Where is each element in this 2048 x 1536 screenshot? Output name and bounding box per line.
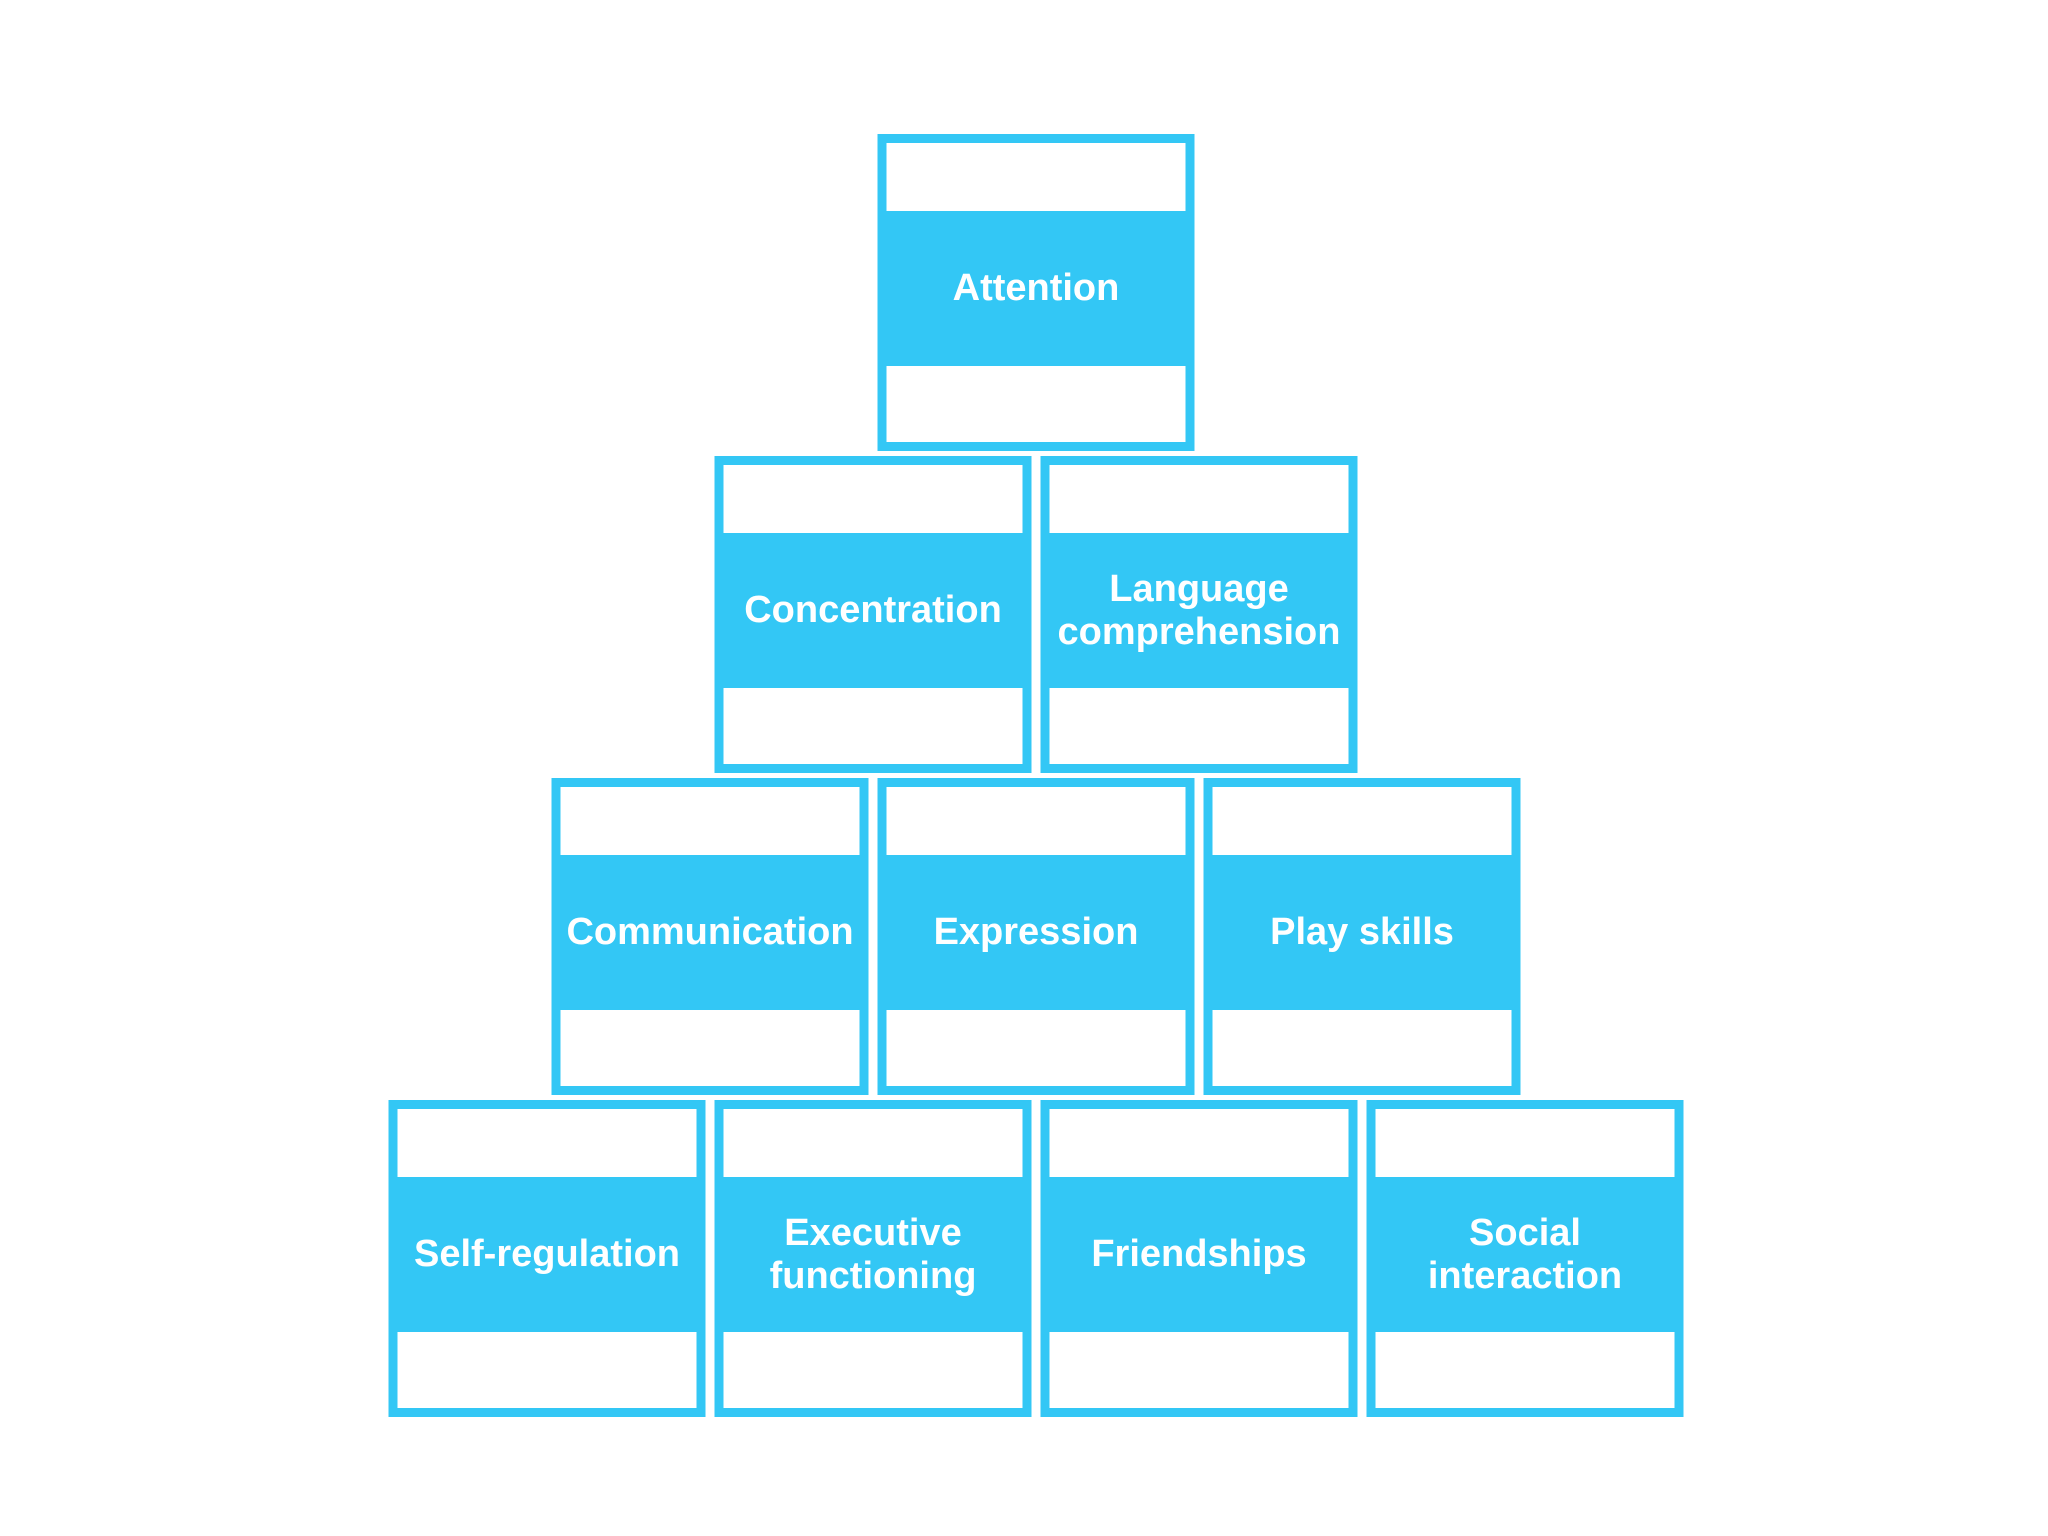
block-label: Communication: [566, 911, 854, 954]
block-label-area: Play skills: [1213, 855, 1512, 1010]
block-label: Executive functioning: [769, 1211, 977, 1297]
block-label-area: Concentration: [724, 533, 1023, 688]
block-bottom-band: [1049, 1332, 1349, 1408]
block-bottom-band: [397, 1332, 697, 1408]
block-social-interaction: Social interaction: [1366, 1100, 1684, 1417]
block-label-area: Language comprehension: [1050, 533, 1349, 688]
block-label: Language comprehension: [1057, 567, 1341, 653]
block-top-band: [723, 465, 1023, 533]
block-bottom-band: [1212, 1010, 1512, 1086]
block-bottom-band: [886, 366, 1186, 442]
block-bottom-band: [886, 1010, 1186, 1086]
block-top-band: [1049, 465, 1349, 533]
block-bottom-band: [1049, 688, 1349, 764]
block-concentration: Concentration: [714, 456, 1032, 773]
block-executive-functioning: Executive functioning: [714, 1100, 1032, 1417]
block-top-band: [1049, 1109, 1349, 1177]
block-self-regulation: Self-regulation: [388, 1100, 706, 1417]
block-top-band: [886, 787, 1186, 855]
block-label-area: Attention: [887, 211, 1186, 366]
block-language-comprehension: Language comprehension: [1040, 456, 1358, 773]
block-label: Self-regulation: [413, 1233, 681, 1276]
block-label: Expression: [933, 911, 1139, 954]
block-top-band: [397, 1109, 697, 1177]
block-top-band: [1212, 787, 1512, 855]
pyramid-row-3: Communication Expression Play skills: [551, 778, 1521, 1095]
block-friendships: Friendships: [1040, 1100, 1358, 1417]
block-expression: Expression: [877, 778, 1195, 1095]
block-top-band: [723, 1109, 1023, 1177]
block-attention: Attention: [877, 134, 1195, 451]
block-label-area: Communication: [561, 855, 860, 1010]
block-bottom-band: [723, 688, 1023, 764]
block-communication: Communication: [551, 778, 869, 1095]
block-label: Play skills: [1270, 911, 1454, 954]
block-top-band: [1375, 1109, 1675, 1177]
block-label-area: Executive functioning: [724, 1177, 1023, 1332]
block-label-area: Social interaction: [1376, 1177, 1675, 1332]
block-label-area: Self-regulation: [398, 1177, 697, 1332]
pyramid-row-4: Self-regulation Executive functioning Fr…: [388, 1100, 1684, 1417]
skills-pyramid: Attention Concentration Language compreh…: [388, 134, 1684, 1417]
block-label: Social interaction: [1427, 1211, 1623, 1297]
pyramid-row-2: Concentration Language comprehension: [714, 456, 1358, 773]
block-label-area: Expression: [887, 855, 1186, 1010]
block-bottom-band: [560, 1010, 860, 1086]
block-play-skills: Play skills: [1203, 778, 1521, 1095]
block-top-band: [886, 143, 1186, 211]
block-bottom-band: [723, 1332, 1023, 1408]
block-label: Attention: [952, 267, 1120, 310]
block-label: Friendships: [1091, 1233, 1307, 1276]
block-label: Concentration: [744, 589, 1002, 632]
block-bottom-band: [1375, 1332, 1675, 1408]
pyramid-row-1: Attention: [877, 134, 1195, 451]
block-top-band: [560, 787, 860, 855]
block-label-area: Friendships: [1050, 1177, 1349, 1332]
